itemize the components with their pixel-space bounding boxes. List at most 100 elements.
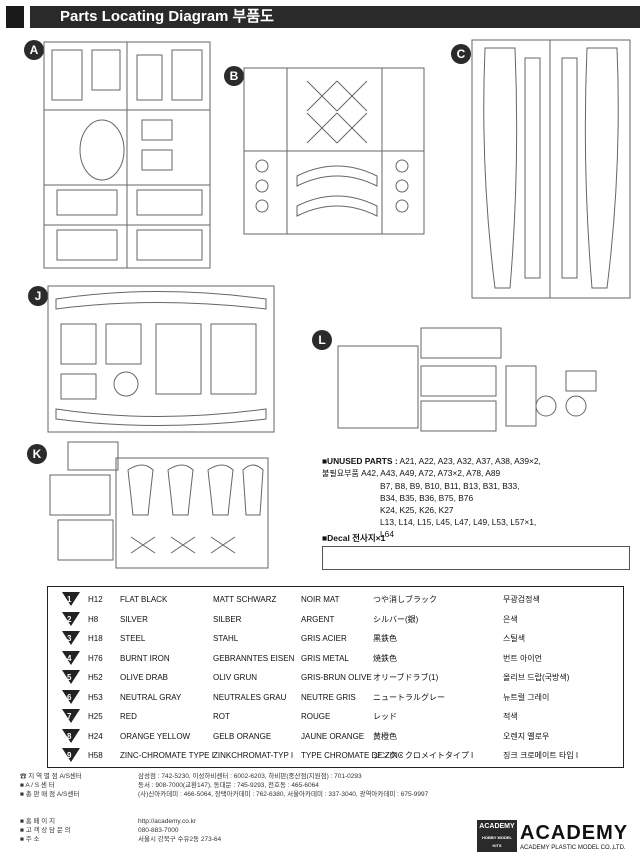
paint-code: H24 <box>88 731 103 741</box>
paint-row: 4 H76 BURNT IRON GEBRANNTES EISEN GRIS METAL… <box>48 650 623 668</box>
paint-number-badge: 9 <box>62 748 80 762</box>
paint-en: RED <box>120 712 137 721</box>
contact-value: 080-883-7000 <box>138 827 179 834</box>
contact-label: ■ 고 객 상 담 문 의 <box>20 827 71 834</box>
page-title: Parts Locating Diagram 부품도 <box>30 6 640 28</box>
paint-code: H25 <box>88 712 103 721</box>
paint-en: FLAT BLACK <box>120 595 168 604</box>
logo-text: ACADEMY <box>520 822 629 844</box>
header-bar: Parts Locating Diagram 부품도 <box>0 0 640 28</box>
paint-kr: 무광검정색 <box>503 595 540 604</box>
paint-kr: 올리브 드랍(국방색) <box>503 673 570 682</box>
paint-code: H8 <box>88 614 99 624</box>
paint-number-badge: 8 <box>62 728 80 743</box>
contact-value: (사)신아카데미 : 466-5064, 장택아카데미 : 762-6380, … <box>138 791 429 798</box>
paint-code: H76 <box>88 653 103 663</box>
sprue-a-diagram <box>43 41 211 269</box>
unused-parts-korean: 불필요부품 <box>322 469 359 478</box>
sprue-c-badge: C <box>451 44 471 64</box>
contact-label: ■ 홈 페 이 지 <box>20 818 56 825</box>
paint-number: 7 <box>67 712 72 721</box>
contact-label: ■ 총 판 매 점 A/S센터 <box>20 791 80 798</box>
paint-row: 7 H25 RED ROT ROUGE レッド 적색 <box>48 708 623 726</box>
sprue-k-badge: K <box>27 444 47 464</box>
paint-code: H52 <box>88 673 103 682</box>
paint-number-badge: 1 <box>62 592 80 606</box>
paint-jp: 黄橙色 <box>373 731 397 741</box>
paint-en: STEEL <box>120 634 146 643</box>
academy-wordmark-logo: ACADEMY ACADEMY PLASTIC MODEL CO.,LTD. <box>520 822 635 851</box>
unused-parts-line: L64 <box>380 529 394 539</box>
sprue-b-badge: B <box>224 66 244 86</box>
paint-de: OLIV GRUN <box>213 673 258 682</box>
contact-value: 서울시 강북구 수유2동 273-64 <box>138 836 222 843</box>
paint-number-badge: 4 <box>62 650 80 665</box>
paint-de: GEBRANNTES EISEN <box>213 653 295 663</box>
contact-label: ■ 주 소 <box>20 836 40 843</box>
paint-number: 8 <box>67 731 72 741</box>
paint-jp: つや消しブラック <box>373 595 437 604</box>
paint-en: OLIVE DRAB <box>120 673 169 682</box>
paint-jp: シルバー(銀) <box>373 614 419 624</box>
paint-kr: 적색 <box>503 712 518 721</box>
paint-fr: NOIR MAT <box>301 595 340 604</box>
paint-jp: オリーブドラブ(1) <box>373 673 439 682</box>
contact-label: ■ A / S 센 터 <box>20 782 55 789</box>
paint-fr: TYPE CHROMATE DE ZINC <box>301 751 404 760</box>
header-bar-marker <box>6 6 24 28</box>
academy-badge-logo: ACADEMY HOBBY MODEL KITS <box>477 820 517 852</box>
paint-fr: ARGENT <box>301 614 335 624</box>
paint-en: BURNT IRON <box>120 653 170 663</box>
paint-code: H18 <box>88 634 103 643</box>
paint-fr: NEUTRE GRIS <box>301 692 356 702</box>
paint-de: ROT <box>213 712 230 721</box>
contact-value: 동서 : 908-7000(교환147), 동대문 : 745-9293, 전호… <box>138 782 319 789</box>
paint-jp: 黒鉄色 <box>373 634 397 643</box>
paint-number-badge: 3 <box>62 631 80 645</box>
paint-jp: ジンク・クロメイトタイプ I <box>373 751 474 760</box>
contact-value: 삼성점 : 742-5230, 이성하비센터 : 6002-6203, 하비판(… <box>138 773 362 780</box>
paint-number-badge: 6 <box>62 689 80 704</box>
unused-parts-label: ■UNUSED PARTS : <box>322 456 398 466</box>
sprue-j-diagram <box>47 285 275 433</box>
paint-kr: 뉴트럴 그레이 <box>503 692 550 702</box>
unused-parts-line: A21, A22, A23, A32, A37, A38, A39×2, <box>399 456 541 466</box>
paint-de: MATT SCHWARZ <box>213 595 277 604</box>
paint-kr: 은색 <box>503 614 518 624</box>
homepage-link[interactable]: http://academy.co.kr <box>138 818 197 825</box>
paint-en: NEUTRAL GRAY <box>120 692 182 702</box>
paint-row: 2 H8 SILVER SILBER ARGENT シルバー(銀) 은색 <box>48 611 623 629</box>
sprue-l-diagram <box>337 327 597 432</box>
paint-number: 3 <box>67 634 72 643</box>
paint-number-badge: 2 <box>62 611 80 626</box>
paint-jp: ニュートラルグレー <box>373 692 445 702</box>
paint-number-badge: 7 <box>62 709 80 723</box>
paint-fr: ROUGE <box>301 712 331 721</box>
paint-de: SILBER <box>213 614 242 624</box>
unused-parts-line: B7, B8, B9, B10, B11, B13, B31, B33, <box>380 481 520 491</box>
contact-label: ☎ 지 역 별 점 A/S센터 <box>20 773 82 780</box>
paint-en: SILVER <box>120 614 148 624</box>
unused-parts-list: ■UNUSED PARTS : A21, A22, A23, A32, A37,… <box>322 455 622 540</box>
paint-fr: JAUNE ORANGE <box>301 731 365 741</box>
decal-label: ■Decal 전사지×1 <box>322 533 386 543</box>
unused-parts-line: A42, A43, A49, A72, A73×2, A78, A89 <box>361 468 501 478</box>
paint-fr: GRIS METAL <box>301 653 349 663</box>
logo-text: ACADEMY <box>479 823 515 830</box>
paint-de: ZINKCHROMAT-TYP I <box>213 751 294 760</box>
paint-jp: レッド <box>373 712 397 721</box>
paint-number: 9 <box>67 751 72 760</box>
paint-en: ZINC-CHROMATE TYPE I <box>120 751 214 760</box>
logo-subtext: HOBBY MODEL KITS <box>482 835 512 848</box>
paint-number: 2 <box>67 614 72 624</box>
fine-print-note <box>322 546 630 570</box>
unused-parts-line: K24, K25, K26, K27 <box>380 505 454 515</box>
paint-code: H53 <box>88 692 103 702</box>
